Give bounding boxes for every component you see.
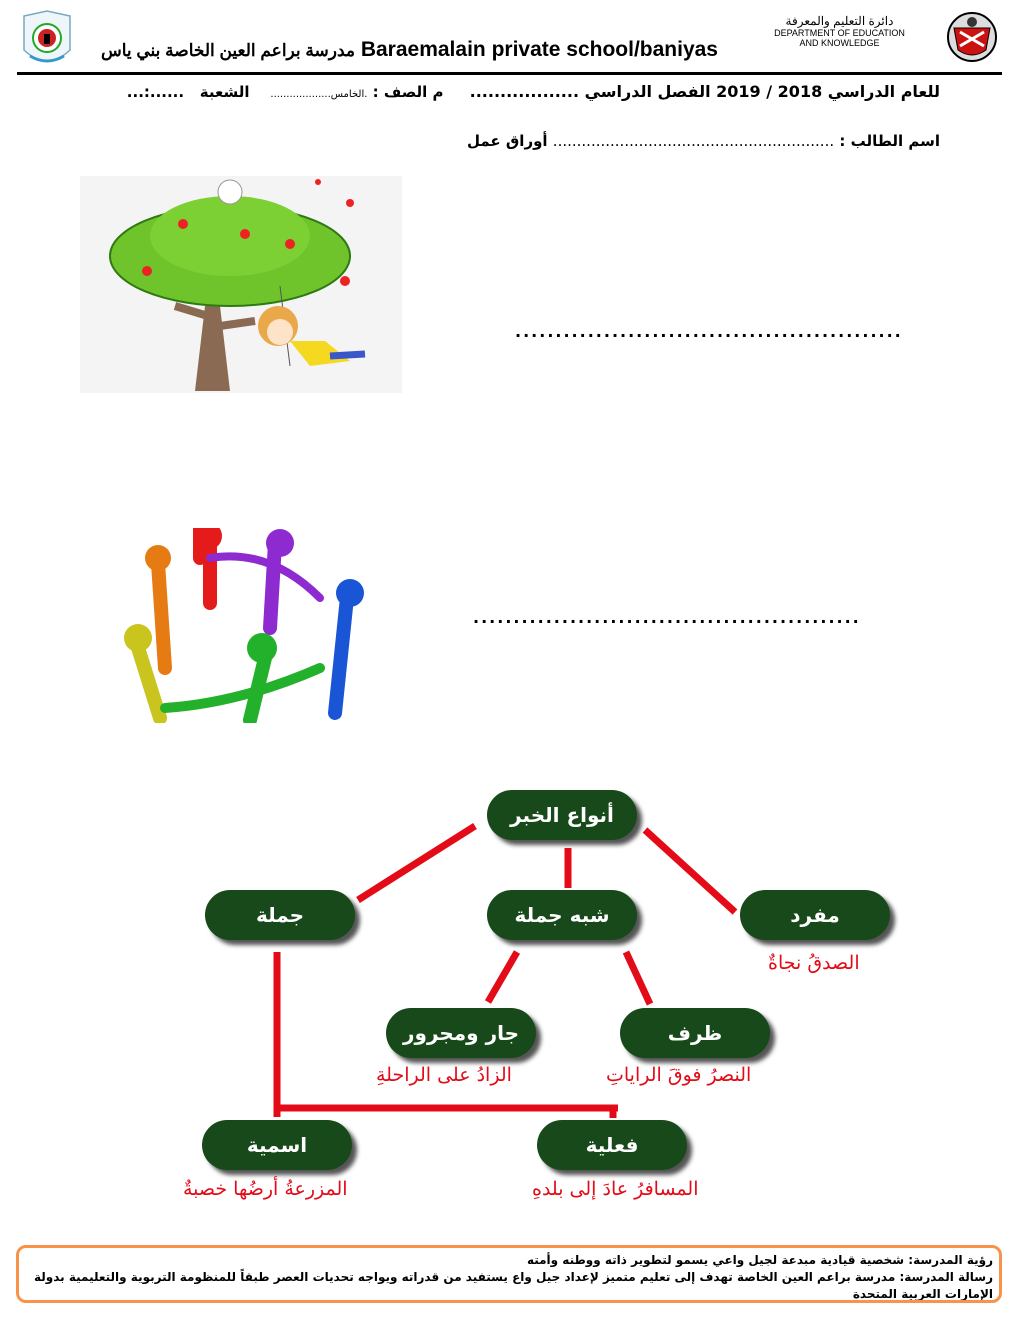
department-label: دائرة التعليم والمعرفة DEPARTMENT OF EDU… (742, 14, 937, 48)
school-name-en: Baraemalain private school/baniyas (360, 38, 718, 61)
answer-line-2[interactable]: ........................................… (473, 608, 861, 627)
node-nominal: اسمية (202, 1120, 352, 1170)
connector-root-single (642, 827, 738, 915)
dept-en-2: AND KNOWLEDGE (799, 38, 880, 48)
example-verbal: المسافرُ عادَ إلى بلدهِ (532, 1178, 699, 1200)
node-prep: جار ومجرور (386, 1008, 536, 1058)
example-single: الصدقُ نجاةٌ (768, 952, 860, 974)
student-label: اسم الطالب : (839, 132, 940, 150)
connector-semi-adverb (622, 950, 654, 1006)
header-divider (17, 72, 1002, 75)
section-label: الشعبة (199, 83, 250, 101)
example-nominal: المزرعةُ أرضُها خصبةٌ (183, 1178, 348, 1200)
grade-field[interactable]: .الخامس................... (270, 89, 368, 100)
answer-line-1[interactable]: ........................................… (515, 322, 903, 341)
example-adverb: النصرُ فوقَ الراياتِ (606, 1064, 752, 1086)
node-single: مفرد (740, 890, 890, 940)
connector-root-sentence (356, 823, 477, 903)
example-prep: الزادُ على الراحلةِ (376, 1064, 512, 1086)
school-logo (23, 10, 71, 63)
vision-text: رؤية المدرسة: شخصية قيادية مبدعة لجيل وا… (526, 1253, 993, 1267)
worksheet-label: أوراق عمل (466, 132, 548, 150)
school-title: مدرسة براعم العين الخاصة بني ياس Baraema… (95, 38, 718, 62)
grade-label: م الصف : (372, 83, 444, 101)
node-sentence: جملة (205, 890, 355, 940)
student-line: اسم الطالب : ...........................… (467, 132, 940, 150)
people-circle-image (124, 528, 364, 723)
node-root: أنواع الخبر (487, 790, 637, 840)
section-field[interactable]: ......:... (126, 83, 185, 101)
school-name-ar: مدرسة براعم العين الخاصة بني ياس (101, 41, 355, 60)
mission-text: رسالة المدرسة: مدرسة براعم العين الخاصة … (33, 1270, 993, 1301)
emblem-icon (947, 12, 997, 62)
student-name-field[interactable]: ........................................… (552, 132, 835, 150)
year-label: للعام الدراسي 2018 / 2019 الفصل الدراسي … (469, 82, 940, 101)
node-adverb: ظرف (620, 1008, 770, 1058)
dept-en-1: DEPARTMENT OF EDUCATION (774, 28, 905, 38)
year-line: للعام الدراسي 2018 / 2019 الفصل الدراسي … (127, 82, 940, 101)
connector-semi-prep (484, 950, 521, 1004)
dept-ar: دائرة التعليم والمعرفة (785, 14, 894, 28)
vision-mission-box: رؤية المدرسة: شخصية قيادية مبدعة لجيل وا… (16, 1245, 1002, 1303)
node-semi-sentence: شبه جملة (487, 890, 637, 940)
tree-swing-image (80, 176, 402, 393)
node-verbal: فعلية (537, 1120, 687, 1170)
